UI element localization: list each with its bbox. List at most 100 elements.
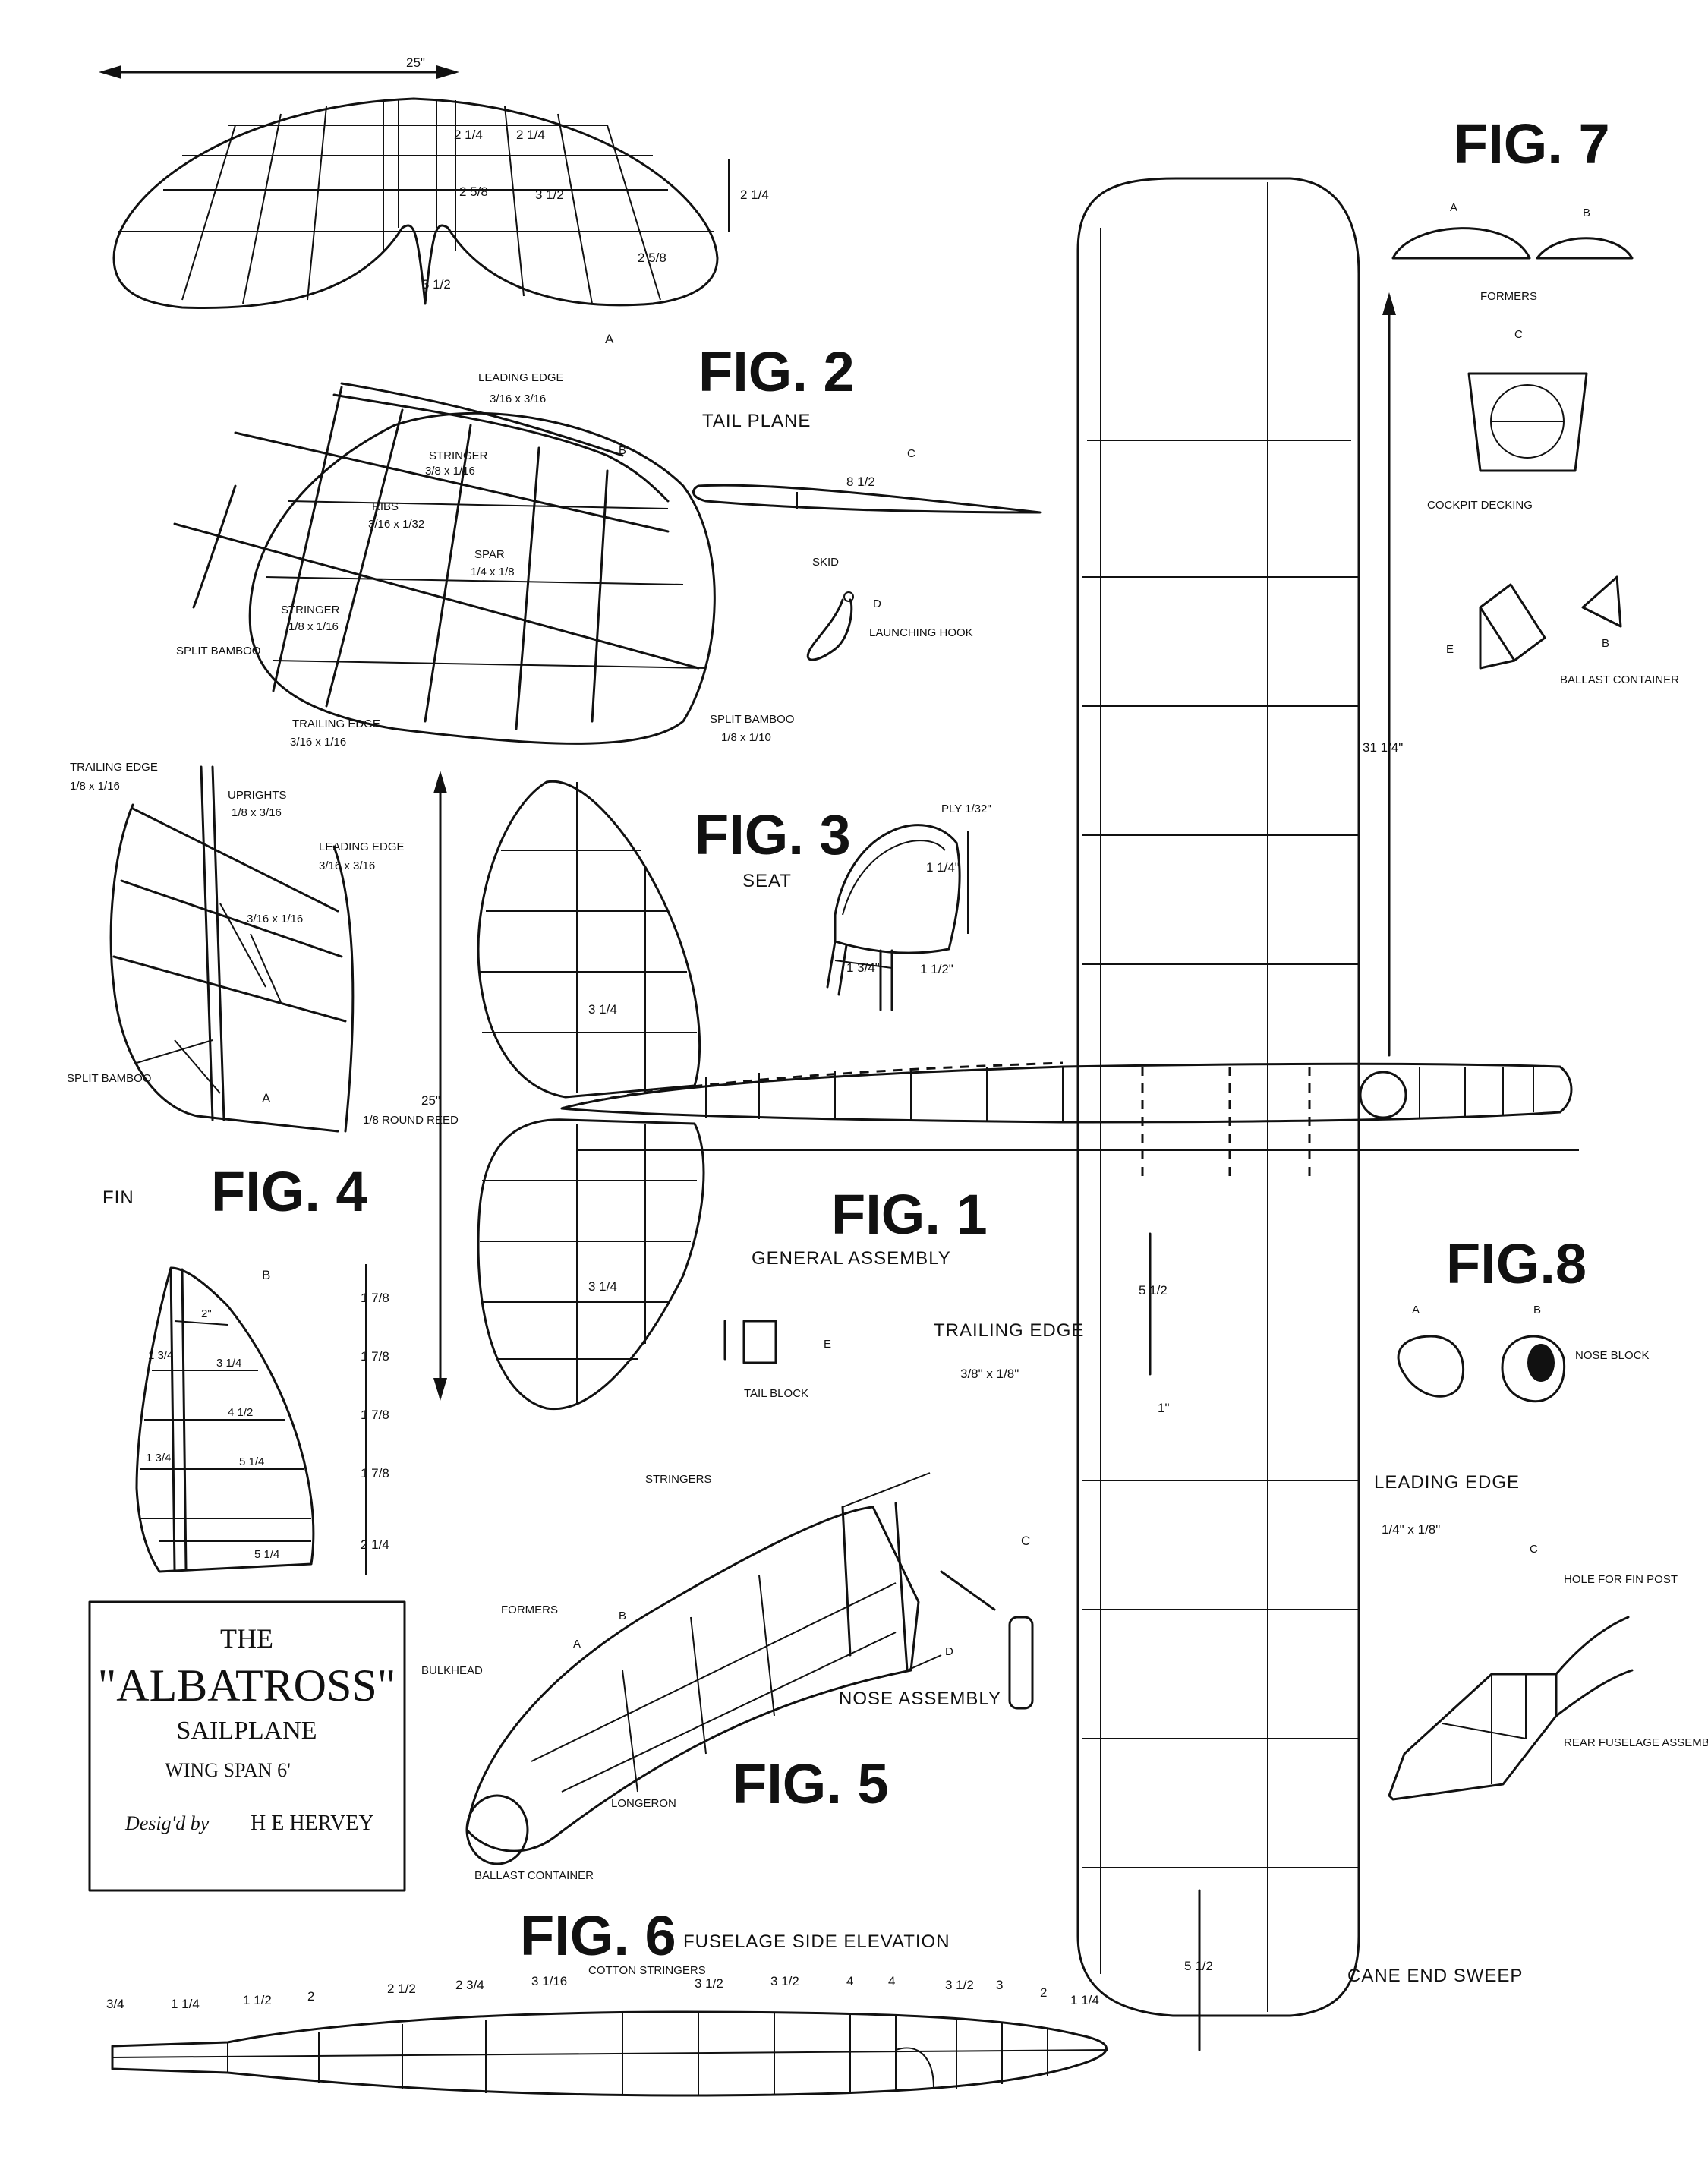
fin-split-bamboo: SPLIT BAMBOO — [67, 1072, 151, 1085]
tail-block-label: TAIL BLOCK — [744, 1387, 808, 1400]
fig6-fuselage-side: COTTON STRINGERS — [111, 1964, 1109, 2097]
title-albatross: "ALBATROSS" — [98, 1660, 395, 1711]
nose-block-label: NOSE BLOCK — [1575, 1349, 1650, 1362]
tail-dim-3: 2 5/8 — [459, 184, 488, 199]
fig3-title: FIG. 3 — [695, 803, 851, 866]
tail-te-label: TRAILING EDGE — [292, 717, 380, 730]
wing-plan: 31 1/4" 5 1/2 5 1/2 1" C — [1021, 177, 1403, 2051]
fin-b-dim-2: 1 7/8 — [361, 1349, 389, 1364]
fig2-view-c: C — [907, 447, 915, 460]
fin-le-label: LEADING EDGE — [319, 840, 405, 853]
fig6-h-5: 2 1/2 — [387, 1982, 416, 1996]
fig5-stringers: STRINGERS — [645, 1473, 712, 1486]
fig4-a-fin-structure: TRAILING EDGE 1/8 x 1/16 UPRIGHTS 1/8 x … — [67, 761, 459, 1133]
fin-mid-dim: 3/16 x 1/16 — [247, 913, 303, 925]
fin-te-dim: 1/8 x 1/16 — [70, 780, 120, 793]
title-sailplane: SAILPLANE — [176, 1717, 317, 1745]
fig4-title: FIG. 4 — [211, 1160, 367, 1223]
fig7-view-b: B — [1583, 207, 1590, 219]
fin-uprights-label: UPRIGHTS — [228, 789, 287, 802]
fig6-h-14: 2 — [1040, 1985, 1047, 2000]
tail-span-label: 25" — [406, 55, 425, 70]
seat-w: 1 1/2" — [920, 962, 953, 976]
fig7-view-c: C — [1514, 328, 1523, 341]
seat-h: 1 1/4" — [926, 860, 960, 875]
tail-stringer-dim: 3/8 x 1/16 — [425, 465, 475, 478]
fin-b-dim-1: 1 7/8 — [361, 1291, 389, 1305]
tail-split-bamboo-r-dim: 1/8 x 1/10 — [721, 731, 771, 744]
fin-b-inner-5: 5 1/4 — [239, 1455, 264, 1468]
fig5-view-a: A — [573, 1638, 581, 1651]
tail-dim-5: 2 1/4 — [740, 188, 769, 202]
fig6-heights: 3/4 1 1/4 1 1/2 2 2 1/2 2 3/4 3 1/16 3 1… — [106, 1974, 1099, 2011]
fig4-b-fin-ribs: B 2" 1 3/4 3 1/4 4 1/2 5 1/4 1 3/4 5 1/4… — [135, 1264, 389, 1575]
wing-le-label: LEADING EDGE — [1374, 1472, 1520, 1493]
fig6-h-13: 3 — [996, 1978, 1003, 1992]
fig3-seat-drawing: PLY 1/32" 1 1/4" 1 1/2" 1 3/4" — [826, 802, 991, 1011]
launching-hook-label: LAUNCHING HOOK — [869, 626, 973, 639]
cotton-stringers-label: COTTON STRINGERS — [588, 1964, 706, 1977]
wing-te-dim: 3/8" x 1/8" — [960, 1367, 1019, 1381]
fig2-view-d: D — [873, 598, 881, 610]
wing-pivot-mark: C — [1021, 1534, 1030, 1548]
fig2-d-launching-hook: D LAUNCHING HOOK — [806, 591, 973, 661]
fig5-bulkhead: BULKHEAD — [421, 1664, 483, 1677]
tail-dim-6: 2 5/8 — [638, 251, 666, 265]
fin-b-inner-6: 1 3/4 — [146, 1452, 171, 1465]
rear-fuselage-label: REAR FUSELAGE ASSEMBLY — [1564, 1736, 1708, 1749]
fig6-h-8: 3 1/2 — [695, 1976, 723, 1991]
fig2-title: FIG. 2 — [698, 340, 855, 403]
fig5-ballast: BALLAST CONTAINER — [474, 1869, 594, 1882]
hole-fin-post-label: HOLE FOR FIN POST — [1564, 1573, 1678, 1586]
fig7-ballast-container: E B BALLAST CONTAINER — [1446, 575, 1679, 686]
tail-spar-dim: 1/4 x 1/8 — [471, 566, 515, 579]
fin-b-dim-5: 2 1/4 — [361, 1537, 389, 1552]
fig3-subtitle: SEAT — [742, 871, 792, 891]
fig8-view-a: A — [1412, 1304, 1420, 1316]
fig7-cockpit-decking: C COCKPIT DECKING — [1427, 328, 1588, 512]
title-wingspan: WING SPAN 6' — [165, 1759, 291, 1781]
fig6-h-2: 1 1/4 — [171, 1997, 200, 2011]
formers-label: FORMERS — [1480, 290, 1537, 303]
tail-dim-7: 3 1/2 — [422, 277, 451, 292]
fig8-view-b: B — [1533, 1304, 1541, 1316]
fig7-view-a: A — [1450, 201, 1457, 214]
fig5-longeron: LONGERON — [611, 1797, 676, 1810]
fig6-subtitle: FUSELAGE SIDE ELEVATION — [683, 1931, 950, 1952]
fig8-view-c: C — [1530, 1543, 1538, 1556]
fig6-h-6: 2 3/4 — [455, 1978, 484, 1992]
skid-label: SKID — [812, 556, 839, 569]
wing-root-chord: 5 1/2 — [1139, 1283, 1168, 1298]
fin-round-reed: 1/8 ROUND REED — [363, 1114, 459, 1127]
tail-dim-4: 3 1/2 — [535, 188, 564, 202]
title-designed-by: Desig'd by — [124, 1812, 210, 1834]
fig5-title: FIG. 5 — [733, 1752, 889, 1815]
fin-uprights-dim: 1/8 x 3/16 — [232, 806, 282, 819]
fig6-h-12: 3 1/2 — [945, 1978, 974, 1992]
fig2-view-a: A — [605, 332, 614, 346]
fig6-title: FIG. 6 — [520, 1904, 676, 1967]
fig7-view-b2: B — [1602, 637, 1609, 650]
fig6-h-7: 3 1/16 — [531, 1974, 567, 1988]
wing-le-dim: 1/4" x 1/8" — [1382, 1522, 1440, 1537]
fig6-h-15: 1 1/4 — [1070, 1993, 1099, 2007]
tail-stringer-low-label: STRINGER — [281, 604, 340, 616]
tail-stringer-label: STRINGER — [429, 449, 488, 462]
fig6-h-11: 4 — [888, 1974, 895, 1988]
title-designer: H E HERVEY — [251, 1812, 374, 1835]
ballast-container-label: BALLAST CONTAINER — [1560, 673, 1679, 686]
wing-half-span-label: 31 1/4" — [1363, 740, 1403, 755]
fin-b-inner-4: 4 1/2 — [228, 1406, 253, 1419]
fig4-view-b: B — [262, 1268, 270, 1282]
tail-ribs-dim: 3/16 x 1/32 — [368, 518, 424, 531]
seat-ply: PLY 1/32" — [941, 802, 991, 815]
cane-end-sweep-label: CANE END SWEEP — [1347, 1966, 1523, 1986]
wing-te-label: TRAILING EDGE — [934, 1320, 1084, 1341]
tail-le-dim: 3/16 x 3/16 — [490, 393, 546, 405]
fig2-b-tailplane-structure: B LEADING EDGE 3/16 x 3/16 STRINGER 3/8 … — [173, 371, 794, 749]
tail-te-dim: 3/16 x 1/16 — [290, 736, 346, 749]
fig6-h-3: 1 1/2 — [243, 1993, 272, 2007]
fin-b-dim-3: 1 7/8 — [361, 1408, 389, 1422]
fig7-title: FIG. 7 — [1454, 112, 1610, 175]
fig5-nose-assembly: B A D STRINGERS FORMERS BULKHEAD LONGERO… — [421, 1472, 1034, 1882]
